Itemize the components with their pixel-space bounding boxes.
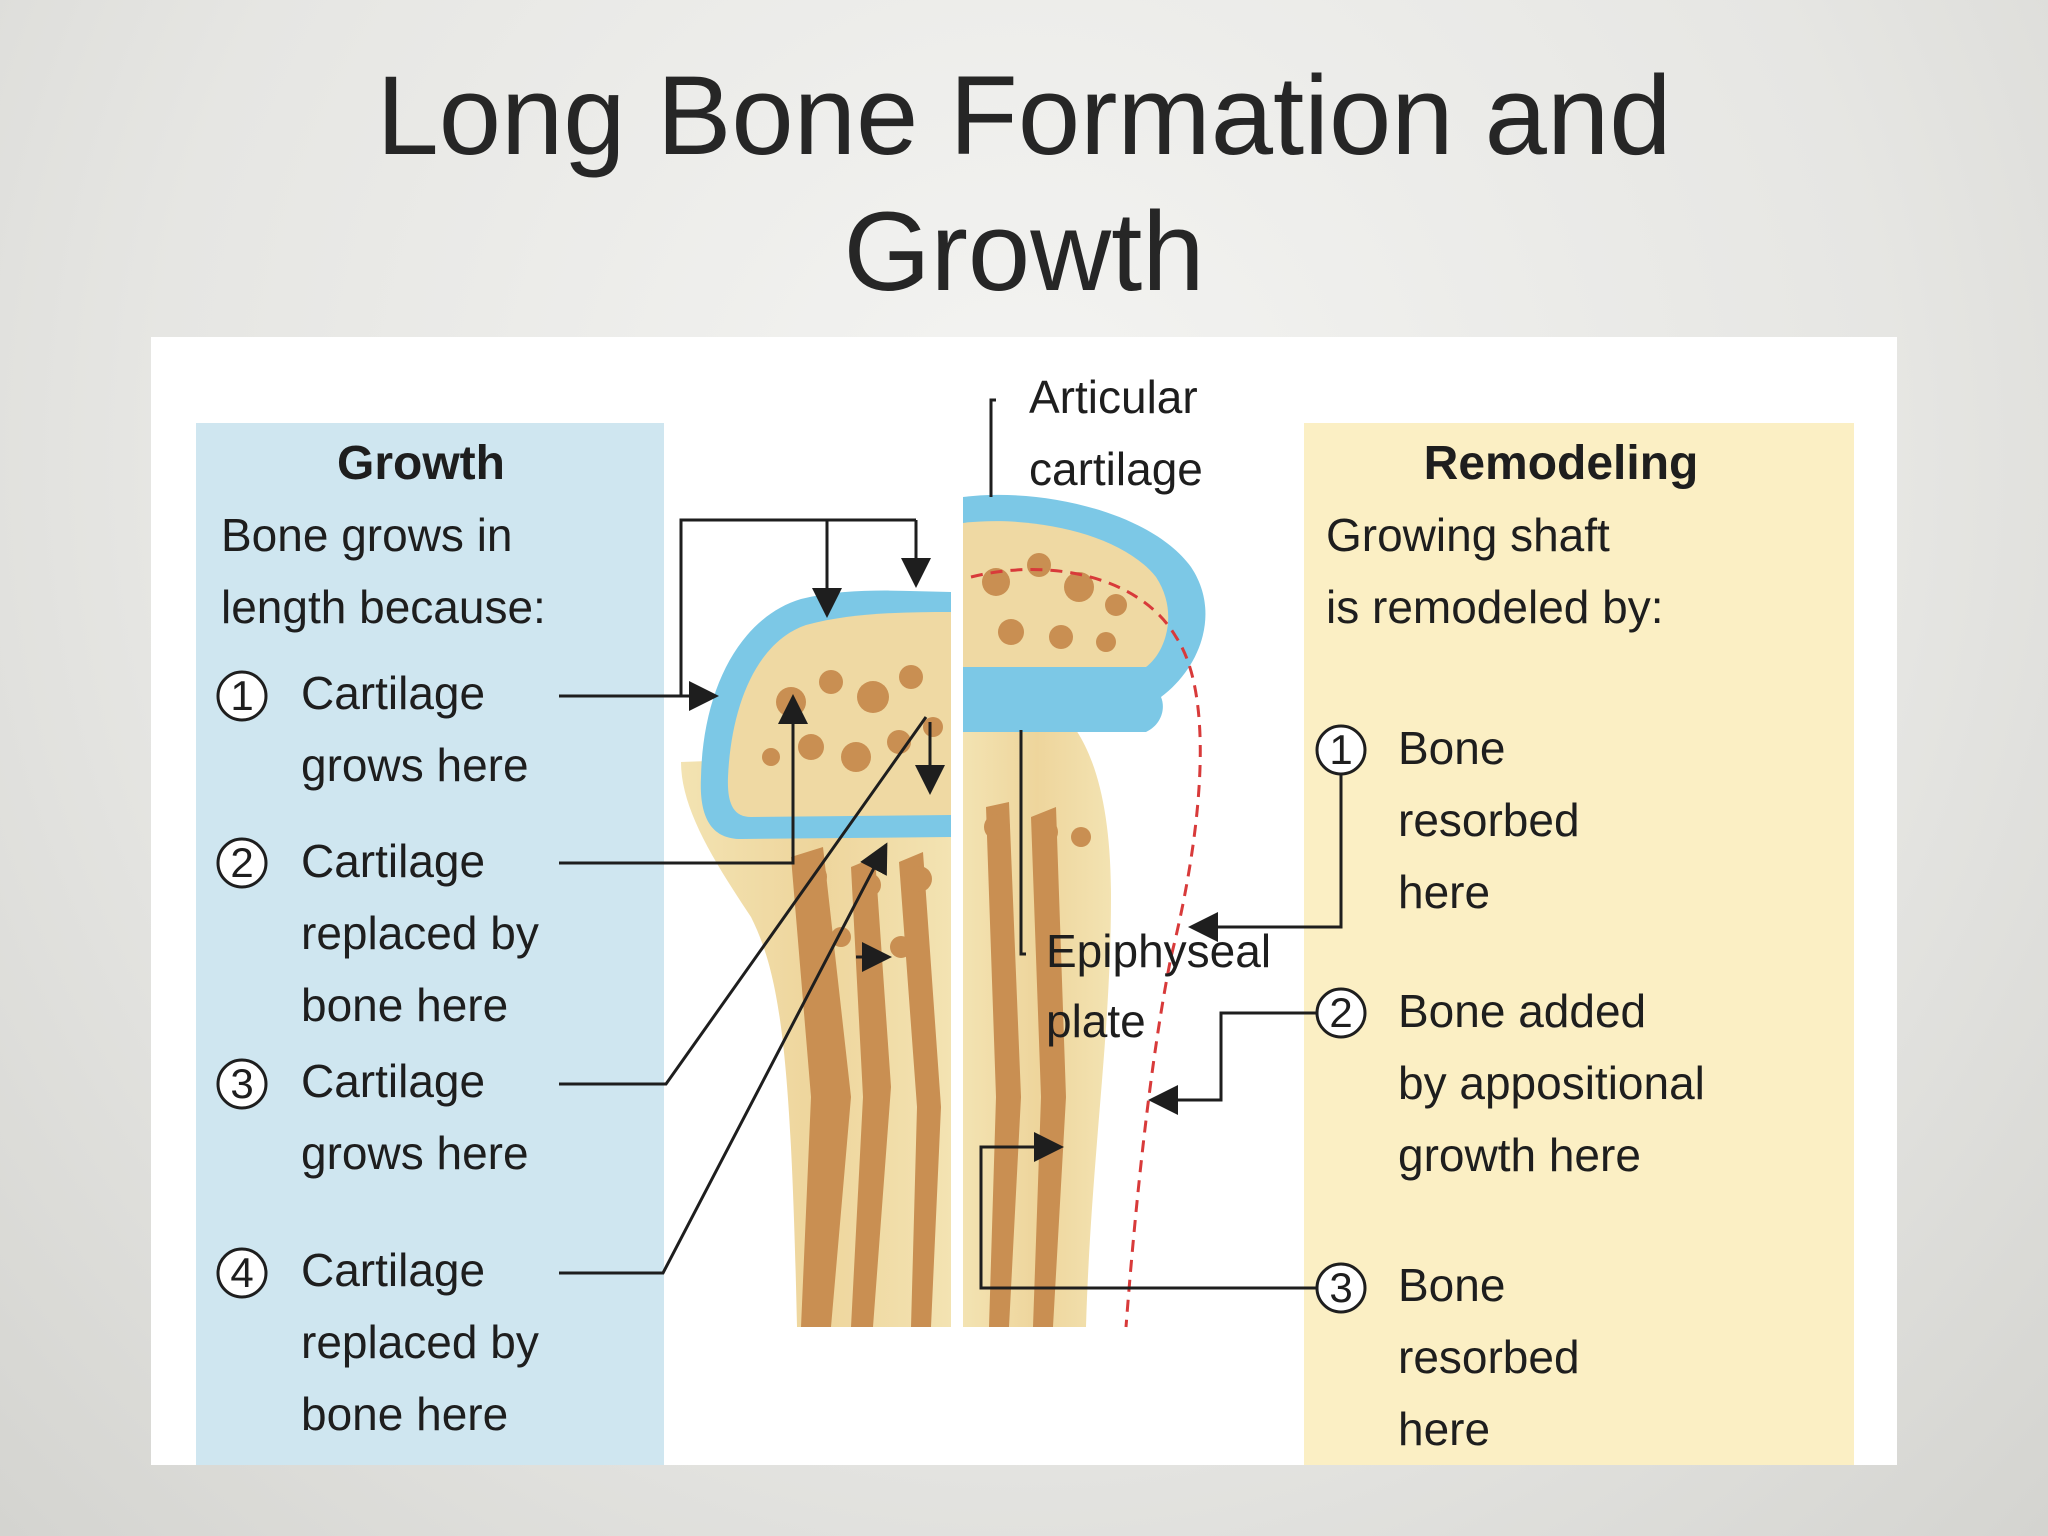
resorption-outline xyxy=(970,568,1202,1328)
remodeling-intro-2: is remodeled by: xyxy=(1326,581,1664,633)
trabeculae-right xyxy=(984,802,1091,1327)
leader-3 xyxy=(559,716,928,1086)
number-circle-4 xyxy=(216,1247,268,1299)
remodeling-item-1: 1 Bone resorbed here xyxy=(1315,722,1580,918)
growth-item-4-line2: replaced by xyxy=(301,1316,539,1368)
remodeling-item-3-line3: here xyxy=(1398,1403,1490,1455)
remodeling-item-2-line1: Bone added xyxy=(1398,985,1646,1037)
growth-item-3-line1: Cartilage xyxy=(301,1055,485,1107)
growth-item-3: 3 Cartilage grows here xyxy=(216,1055,529,1179)
remodeling-panel xyxy=(1304,423,1854,1465)
epiphyseal-label-2: plate xyxy=(1046,995,1146,1047)
remodel-number-1: 1 xyxy=(1329,726,1352,773)
growth-item-4-line3: bone here xyxy=(301,1388,508,1440)
number-label-1: 1 xyxy=(230,672,253,719)
number-label-3: 3 xyxy=(230,1060,253,1107)
remodel-number-3: 3 xyxy=(1329,1264,1352,1311)
remodeling-item-3: 3 Bone resorbed here xyxy=(1315,1259,1580,1455)
remodeling-item-1-line3: here xyxy=(1398,866,1490,918)
articular-label-2: cartilage xyxy=(1029,443,1203,495)
remodeling-item-2-line2: by appositional xyxy=(1398,1057,1705,1109)
title-line-2: Growth xyxy=(843,189,1205,314)
leader-1 xyxy=(559,518,916,698)
articular-label-1: Articular xyxy=(1029,371,1198,423)
bone-left-half xyxy=(681,590,951,1327)
remodel-leader-3 xyxy=(979,1132,1318,1290)
growth-item-4-line1: Cartilage xyxy=(301,1244,485,1296)
growth-item-4: 4 Cartilage replaced by bone here xyxy=(216,1244,539,1440)
remodel-circle-1 xyxy=(1315,724,1367,776)
growth-intro-1: Bone grows in xyxy=(221,509,513,561)
growth-item-3-line2: grows here xyxy=(301,1127,529,1179)
trabeculae-left xyxy=(791,847,941,1327)
number-label-2: 2 xyxy=(230,839,253,886)
articular-leader xyxy=(989,398,996,497)
growth-intro-2: length because: xyxy=(221,581,546,633)
bone-right-half xyxy=(963,494,1206,1328)
growth-item-2-line1: Cartilage xyxy=(301,835,485,887)
growth-heading: Growth xyxy=(337,437,505,490)
remodeling-item-1-line2: resorbed xyxy=(1398,794,1580,846)
growth-leaders xyxy=(559,518,945,1275)
growth-item-2: 2 Cartilage replaced by bone here xyxy=(216,835,539,1031)
epiphyseal-plate xyxy=(963,697,1163,732)
remodel-leader-2 xyxy=(1148,1011,1318,1115)
remodel-leader-1 xyxy=(1188,750,1343,942)
number-label-4: 4 xyxy=(230,1249,253,1296)
number-circle-2 xyxy=(216,837,268,889)
remodel-circle-2 xyxy=(1315,987,1367,1039)
bone-growth-diagram: Growth Bone grows in length because: 1 C… xyxy=(151,337,1897,1465)
title-line-1: Long Bone Formation and xyxy=(376,53,1672,178)
number-circle-3 xyxy=(216,1058,268,1110)
spongy-bone-right xyxy=(982,553,1127,652)
number-circle-1 xyxy=(216,670,268,722)
growth-item-2-line3: bone here xyxy=(301,979,508,1031)
growth-item-1: 1 Cartilage grows here xyxy=(216,667,529,791)
diagram-canvas: Growth Bone grows in length because: 1 C… xyxy=(196,371,1854,1465)
slide-title: Long Bone Formation and Growth xyxy=(0,48,2048,320)
epiphyseal-leader xyxy=(1019,730,1026,956)
center-leaders xyxy=(989,398,1026,956)
remodeling-item-2: 2 Bone added by appositional growth here xyxy=(1315,985,1705,1181)
growth-item-1-line1: Cartilage xyxy=(301,667,485,719)
growth-item-1-line2: grows here xyxy=(301,739,529,791)
epiphyseal-label-1: Epiphyseal xyxy=(1046,925,1271,977)
remodeling-item-3-line2: resorbed xyxy=(1398,1331,1580,1383)
epiphysis-left-bone xyxy=(727,612,951,817)
remodel-circle-3 xyxy=(1315,1262,1367,1314)
remodeling-item-3-line1: Bone xyxy=(1398,1259,1505,1311)
remodeling-intro-1: Growing shaft xyxy=(1326,509,1610,561)
remodel-number-2: 2 xyxy=(1329,989,1352,1036)
remodeling-item-2-line3: growth here xyxy=(1398,1129,1641,1181)
remodeling-leaders xyxy=(979,750,1343,1290)
remodeling-heading: Remodeling xyxy=(1424,437,1699,490)
leader-4 xyxy=(559,842,888,1275)
growth-item-2-line2: replaced by xyxy=(301,907,539,959)
leader-2 xyxy=(559,694,808,865)
growth-panel xyxy=(196,423,664,1465)
remodeling-item-1-line1: Bone xyxy=(1398,722,1505,774)
section-gap xyxy=(951,477,963,1347)
